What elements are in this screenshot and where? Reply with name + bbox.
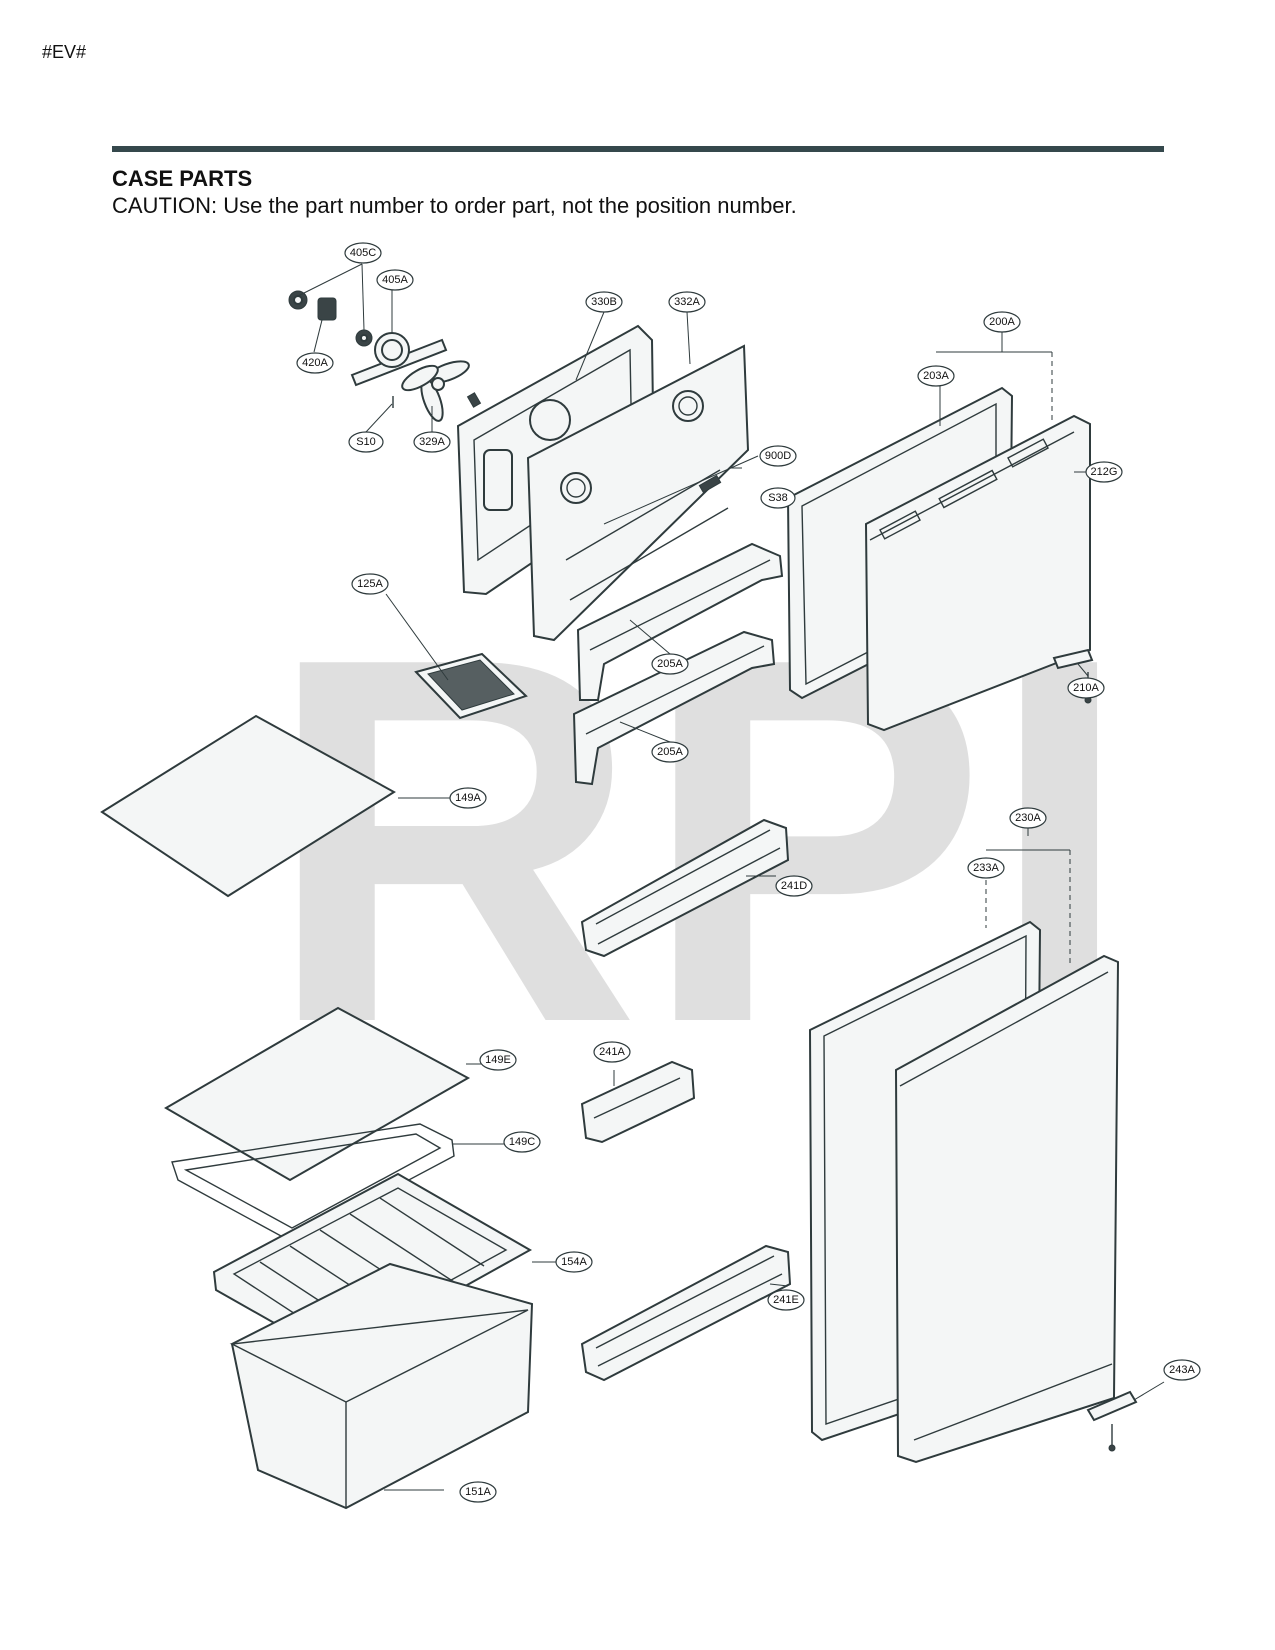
callout-label: 200A [989,316,1015,328]
callout-329A: 329A [413,431,451,453]
refrigerator-door-bin-small [580,1060,696,1144]
callout-203A: 203A [917,365,955,387]
callout-label: 205A [657,658,683,670]
callout-154A: 154A [555,1251,593,1273]
callout-200A: 200A [983,311,1021,333]
freezer-door [864,414,1091,732]
callout-230A: 230A [1009,807,1047,829]
callout-label: 149E [485,1054,511,1066]
callout-label: 205A [657,746,683,758]
callout-label: 241A [599,1046,625,1058]
callout-900D: 900D [759,445,797,467]
callout-label: 212G [1091,466,1118,478]
glass-shelf-lower [164,1006,471,1182]
callout-label: 405C [350,247,376,259]
callout-S10: S10 [348,431,384,453]
callout-label: 330B [591,296,617,308]
callout-241E: 241E [767,1289,805,1311]
callout-S38: S38 [760,487,796,509]
evaporator-cover-front [526,344,750,642]
callout-label: 149A [455,792,481,804]
header-rule [112,146,1164,152]
refrigerator-door-hinge [1086,1390,1138,1452]
callout-label: 149C [509,1136,535,1148]
callout-332A: 332A [668,291,706,313]
callout-label: S10 [356,436,376,448]
fan-motor-assembly [288,290,482,422]
callout-label: 151A [465,1486,491,1498]
callout-205A-lower: 205A [651,741,689,763]
callout-label: 125A [357,578,383,590]
glass-shelf-upper [100,714,396,898]
freezer-door-rack-lower [572,630,776,786]
callout-149C: 149C [503,1131,541,1153]
callout-label: 900D [765,450,791,462]
callout-label: 154A [561,1256,587,1268]
callout-205A-upper: 205A [651,653,689,675]
page-title: CASE PARTS [112,166,253,191]
ice-tray [414,652,528,720]
callout-label: 243A [1169,1364,1195,1376]
callout-330B: 330B [585,291,623,313]
freezer-door-hinge [1052,648,1094,704]
refrigerator-door-bin-upper [580,818,790,958]
caution-note: CAUTION: Use the part number to order pa… [112,193,797,218]
callout-label: 230A [1015,812,1041,824]
callout-label: 420A [302,357,328,369]
callout-405C: 405C [344,242,382,264]
document-code: #EV# [42,42,87,62]
fan-blade [401,360,470,422]
callout-125A: 125A [351,573,389,595]
callout-label: 241D [781,880,807,892]
callout-label: S38 [768,492,788,504]
refrigerator-door [894,954,1120,1464]
callout-233A: 233A [967,857,1005,879]
callout-label: 203A [923,370,949,382]
callout-label: 332A [674,296,700,308]
freezer-door-rack-upper [576,542,784,701]
callout-label: 241E [773,1294,799,1306]
callout-405A: 405A [376,269,414,291]
callout-label: 405A [382,274,408,286]
crisper-drawer [229,1262,534,1510]
callout-149A: 149A [449,787,487,809]
leader-lines [297,263,1165,1491]
callout-212G: 212G [1085,461,1123,483]
callout-241D: 241D [775,875,813,897]
callout-149E: 149E [479,1049,517,1071]
refrigerator-door-bin-lower [580,1244,792,1382]
callout-210A: 210A [1067,677,1105,699]
callout-label: 210A [1073,682,1099,694]
callout-151A: 151A [459,1481,497,1503]
crisper-shelf-frame [171,1123,455,1243]
callout-243A: 243A [1163,1359,1201,1381]
callout-label: 329A [419,436,445,448]
callout-label: 233A [973,862,999,874]
callout-241A: 241A [593,1041,631,1063]
callout-420A: 420A [296,352,334,374]
